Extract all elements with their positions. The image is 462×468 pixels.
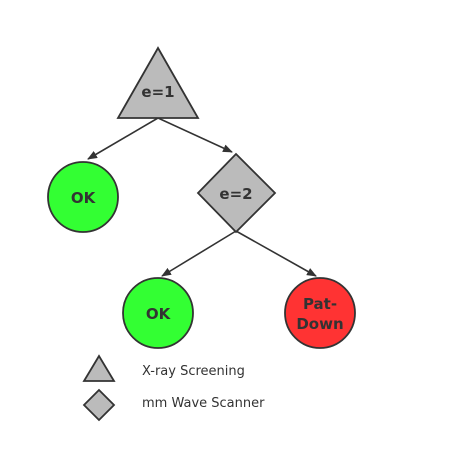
circle-shape [122,277,194,349]
patdown-node-label-line2: Down [296,315,343,333]
legend-item-mmwave-label: mm Wave Scanner [142,396,265,411]
diamond-shape [196,152,277,234]
edge-second-scan-to-ok [161,230,237,277]
ok-node-bottom: OK [122,277,194,349]
ok-node-left-label: OK [71,189,97,207]
second-scan-node-label: e=2 [219,185,252,203]
patdown-node: Pat- Down [284,277,356,349]
root-node: e=1 [116,46,200,119]
patdown-node-label-line1: Pat- [303,295,337,313]
diamond-icon [82,388,116,422]
triangle-icon [82,354,116,382]
circle-shape [47,161,119,233]
legend: X-ray Screening mm Wave Scanner [82,354,265,422]
second-scan-node: e=2 [196,152,277,234]
legend-item-xray-label: X-ray Screening [142,364,245,379]
edge-root-to-second-scan [157,117,233,153]
circle-shape [284,277,356,349]
triangle-shape [116,46,200,119]
edge-root-to-ok [87,117,159,160]
ok-node-bottom-label: OK [146,305,172,323]
ok-node-left: OK [47,161,119,233]
legend-item-mmwave: mm Wave Scanner [82,388,265,422]
edge-second-scan-to-patdown [235,230,317,277]
legend-item-xray: X-ray Screening [82,354,245,382]
root-node-label: e=1 [141,83,174,101]
